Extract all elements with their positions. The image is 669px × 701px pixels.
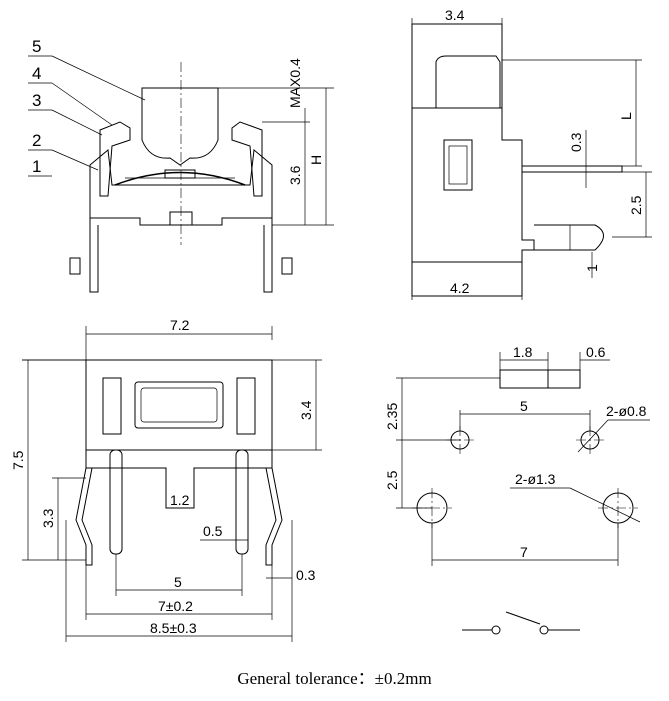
callout-labels: 5 4 3 2 1	[28, 37, 146, 177]
front-pin-left	[109, 449, 123, 555]
pcb-layout: 1.8 0.6 2.35 2.5 5 2-ø0.8 2-ø1.3	[384, 344, 650, 635]
dim-2-5-pcb: 2.5	[384, 470, 400, 490]
plunger	[141, 87, 219, 166]
dim-max-0-4: MAX0.4	[287, 58, 303, 108]
right-pin	[534, 224, 604, 251]
dim-3-3: 3.3	[40, 508, 56, 528]
dim-7-2: 7.2	[170, 317, 190, 333]
front-lead-right	[265, 467, 283, 566]
callout-2: 2	[32, 131, 41, 150]
dim-0-3-front: 0.3	[296, 567, 316, 583]
front-view: 7.2 3.4 7.5 3.3 1.2 0.5 0.3 5	[10, 317, 322, 642]
dim-1-8: 1.8	[513, 344, 533, 360]
front-window	[134, 381, 224, 429]
dim-1-2: 1.2	[170, 492, 190, 508]
dim-4-2: 4.2	[450, 280, 470, 296]
dim-1: 1	[584, 264, 600, 272]
dim-7-pcb: 7	[520, 544, 528, 560]
dim-h: H	[308, 155, 324, 165]
right-lead	[522, 165, 623, 173]
callout-4: 4	[32, 64, 41, 83]
hole-large-label: 2-ø1.3	[515, 471, 556, 487]
dim-5-pcb: 5	[520, 398, 528, 414]
callout-3: 3	[32, 91, 41, 110]
dim-l: L	[618, 112, 634, 120]
dim-2-5-right: 2.5	[628, 195, 644, 215]
pcb-lead-pad	[499, 369, 549, 389]
front-slot-right	[236, 377, 256, 435]
general-tolerance-note: General tolerance：±0.2mm	[237, 669, 432, 688]
hole-small-label: 2-ø0.8	[606, 403, 647, 419]
front-lead-left	[75, 467, 93, 566]
right-body-outline	[411, 23, 535, 297]
pcb-lead-tail	[547, 369, 581, 389]
dome-contact	[114, 171, 246, 186]
section-view: 5 4 3 2 1	[28, 37, 334, 293]
dim-2-35: 2.35	[384, 403, 400, 430]
dim-7-span: 7±0.2	[158, 598, 193, 614]
dim-3-4-front: 3.4	[298, 400, 314, 420]
right-plunger	[435, 55, 501, 108]
callout-1: 1	[32, 157, 41, 176]
pin-right	[263, 218, 273, 293]
dim-8-5: 8.5±0.3	[150, 620, 197, 636]
front-slot-left	[102, 377, 122, 435]
pin-stub-right	[281, 257, 293, 275]
dim-0-3: 0.3	[568, 132, 584, 152]
cover-left	[99, 121, 131, 197]
dim-3-4-top: 3.4	[445, 7, 465, 23]
right-view: 3.4 L 0.3 2.5 1 4.2	[411, 7, 652, 300]
dim-0-6: 0.6	[586, 344, 606, 360]
callout-5: 5	[32, 37, 41, 56]
dim-3-6: 3.6	[287, 165, 303, 185]
dim-5-front: 5	[174, 574, 182, 590]
actuator	[164, 169, 196, 179]
pin-left	[89, 218, 99, 293]
cover-right	[231, 121, 263, 197]
dim-0-5: 0.5	[203, 523, 223, 539]
dim-7-5: 7.5	[10, 450, 26, 470]
front-pin-right	[235, 449, 249, 555]
pin-stub-left	[69, 257, 81, 275]
front-body	[85, 359, 273, 451]
right-window	[443, 139, 473, 191]
switch-symbol	[462, 611, 580, 635]
